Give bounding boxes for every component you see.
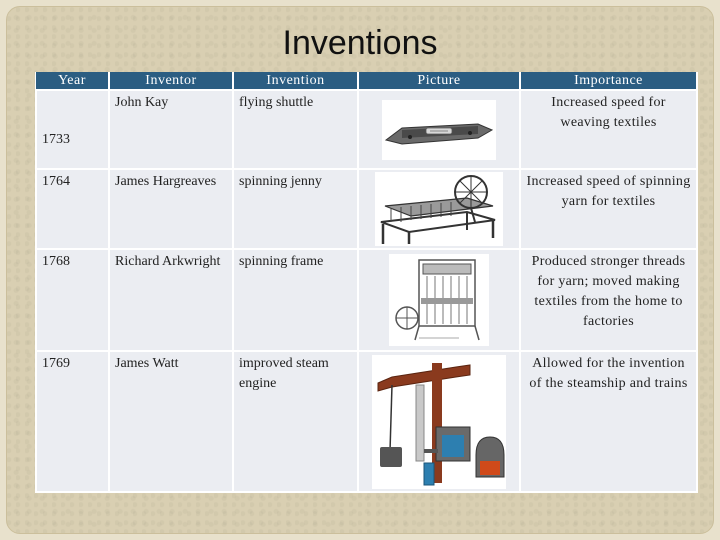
inventor-cell: James Watt bbox=[108, 350, 234, 493]
year-cell: 1733 bbox=[35, 89, 110, 170]
invention-cell: spinning jenny bbox=[232, 168, 359, 250]
header-invention: Invention bbox=[233, 72, 359, 90]
invention-cell: spinning frame bbox=[232, 248, 359, 352]
header-inventor: Inventor bbox=[109, 72, 234, 90]
inventions-table: Year Inventor Invention Picture Importan… bbox=[35, 72, 698, 493]
picture-cell bbox=[357, 89, 521, 170]
inventor-cell: James Hargreaves bbox=[108, 168, 234, 250]
header-year: Year bbox=[36, 72, 110, 90]
importance-cell: Allowed for the invention of the steamsh… bbox=[519, 350, 698, 493]
table-row: 1764 James Hargreaves spinning jenny bbox=[35, 168, 698, 250]
importance-cell: Increased speed of spinning yarn for tex… bbox=[519, 168, 698, 250]
header-importance: Importance bbox=[520, 72, 698, 90]
table-row: 1733 John Kay flying shuttle Increased s… bbox=[35, 89, 698, 170]
invention-cell: flying shuttle bbox=[232, 89, 359, 170]
steam-engine-icon bbox=[372, 354, 506, 489]
header-row: Year Inventor Invention Picture Importan… bbox=[36, 72, 698, 90]
spinning-frame-icon bbox=[389, 254, 489, 346]
table-row: 1769 James Watt improved steam engine bbox=[35, 350, 698, 493]
spinning-jenny-icon bbox=[375, 172, 503, 246]
picture-cell bbox=[357, 168, 521, 250]
header-picture: Picture bbox=[358, 72, 521, 90]
year-cell: 1768 bbox=[35, 248, 110, 352]
importance-cell: Increased speed for weaving textiles bbox=[519, 89, 698, 170]
invention-cell: improved steam engine bbox=[232, 350, 359, 493]
year-cell: 1764 bbox=[35, 168, 110, 250]
flying-shuttle-icon bbox=[382, 99, 496, 160]
inventor-cell: John Kay bbox=[108, 89, 234, 170]
inventor-cell: Richard Arkwright bbox=[108, 248, 234, 352]
table-row: 1768 Richard Arkwright spinning frame bbox=[35, 248, 698, 352]
slide-title: Inventions bbox=[282, 24, 438, 62]
picture-cell bbox=[357, 350, 521, 493]
picture-cell bbox=[357, 248, 521, 352]
importance-cell: Produced stronger threads for yarn; move… bbox=[519, 248, 698, 352]
year-cell: 1769 bbox=[35, 350, 110, 493]
